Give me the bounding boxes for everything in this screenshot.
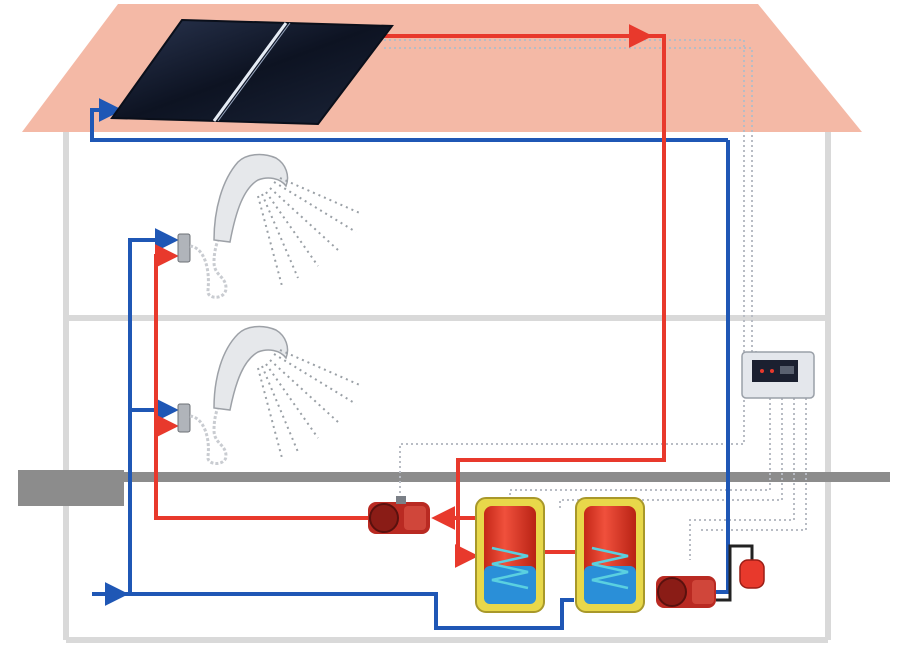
ground-slab: [18, 470, 890, 506]
expansion-vessel: [716, 544, 765, 602]
storage-tank-1: [475, 497, 545, 613]
shower-lower-floor: [177, 325, 363, 465]
circulation-pump-hot: [368, 496, 430, 534]
storage-tank-2: [575, 497, 645, 613]
shower-upper-floor: [177, 153, 363, 299]
circulation-pump-solar: [656, 576, 716, 608]
house-frame: [63, 132, 831, 643]
hot-water-pipes: [154, 24, 666, 568]
solar-collector: [110, 18, 394, 126]
solar-controller: [741, 351, 815, 399]
